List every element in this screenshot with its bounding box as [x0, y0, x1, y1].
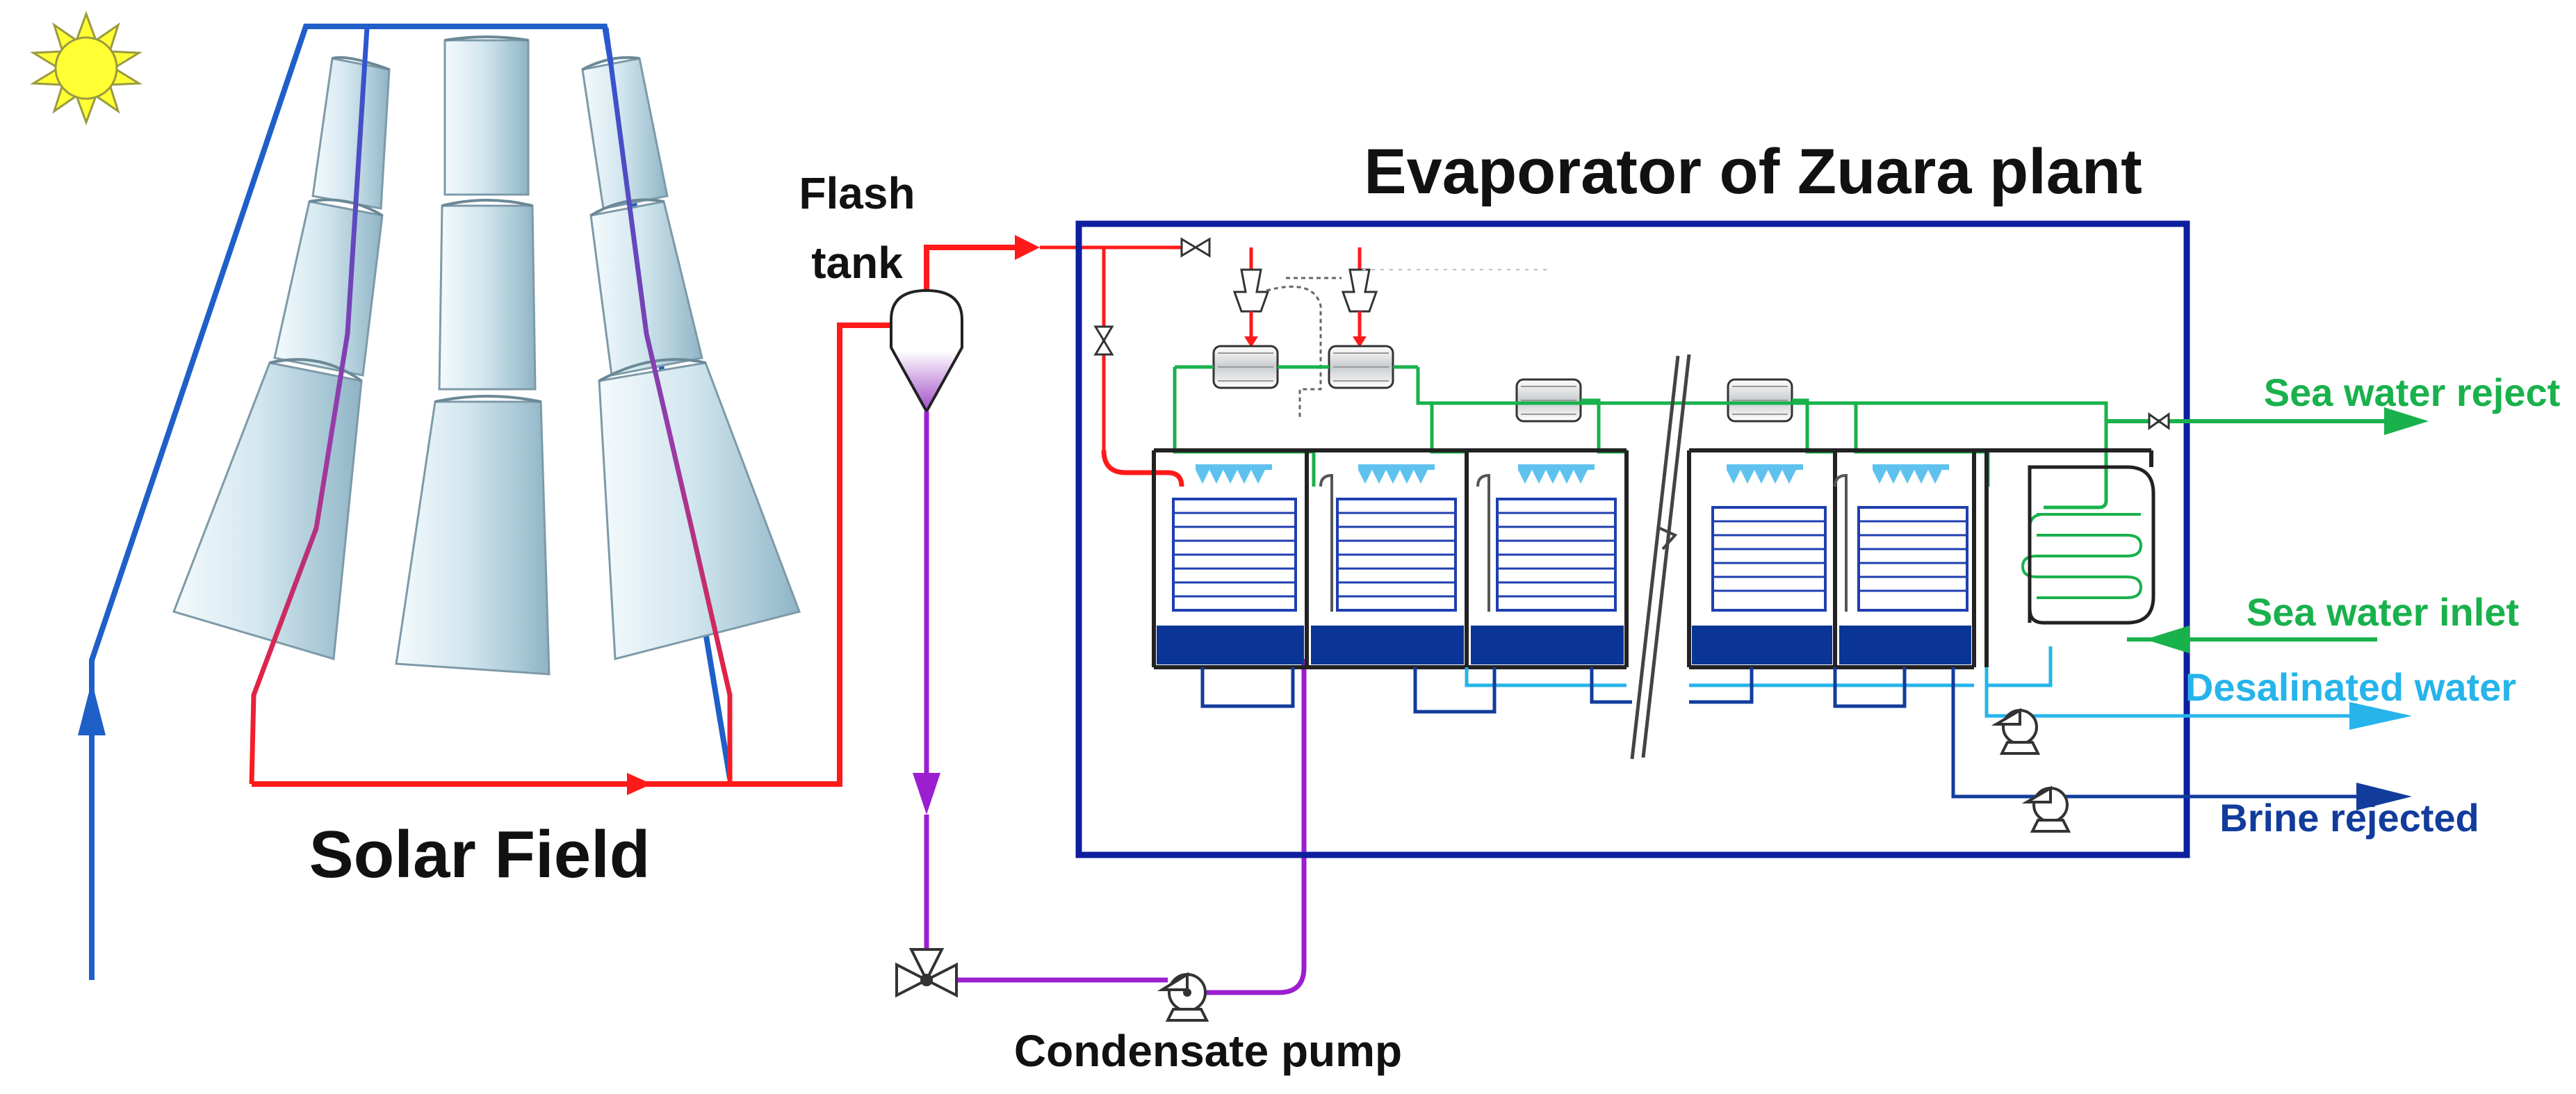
flow-arrow-icon: [2384, 407, 2429, 435]
evaporator-title: Evaporator of Zuara plant: [1364, 136, 2142, 207]
flow-arrow-icon: [2145, 626, 2190, 653]
desalinated-water-label: Desalinated water: [2185, 665, 2516, 709]
condensate-pump-label: Condensate pump: [1014, 1026, 1402, 1076]
evaporator-stages: [1152, 354, 2153, 760]
trough-row-left: [172, 56, 391, 660]
flow-arrow-icon: [913, 773, 940, 815]
solar-field-label: Solar Field: [309, 817, 651, 892]
flow-arrow-icon: [2349, 702, 2412, 730]
flash-tank-icon: [890, 288, 963, 415]
pump-icon: [2021, 785, 2071, 833]
final-condenser: [2028, 465, 2155, 625]
flow-arrow-icon: [2356, 783, 2412, 810]
evaporator-boundary: [1075, 220, 2190, 858]
brine-rejected-label: Brine rejected: [2219, 796, 2479, 840]
sea-water-inlet-label: Sea water inlet: [2247, 590, 2519, 634]
solar-field: [78, 24, 912, 980]
pump-icon: [1991, 708, 2041, 755]
ejector-icon: [1232, 268, 1378, 313]
trough-row-middle: [395, 35, 551, 676]
sun-icon: [30, 10, 142, 126]
heat-exchanger-icon: [1212, 345, 1793, 423]
valve-icon: [1093, 325, 1114, 356]
three-way-valve-icon: [895, 948, 958, 998]
flow-arrow-icon: [1015, 235, 1040, 260]
flash-tank-label-line1: Flash: [799, 168, 915, 218]
flow-arrow-icon: [627, 773, 652, 795]
pump-icon: [1157, 972, 1209, 1022]
flash-tank-label-line2: tank: [811, 238, 903, 288]
sea-water-reject-label: Sea water reject: [2264, 370, 2560, 414]
trough-row-right: [581, 56, 801, 660]
flow-arrow-icon: [78, 681, 106, 735]
valve-icon: [1180, 237, 1211, 258]
valve-icon: [2148, 412, 2170, 430]
